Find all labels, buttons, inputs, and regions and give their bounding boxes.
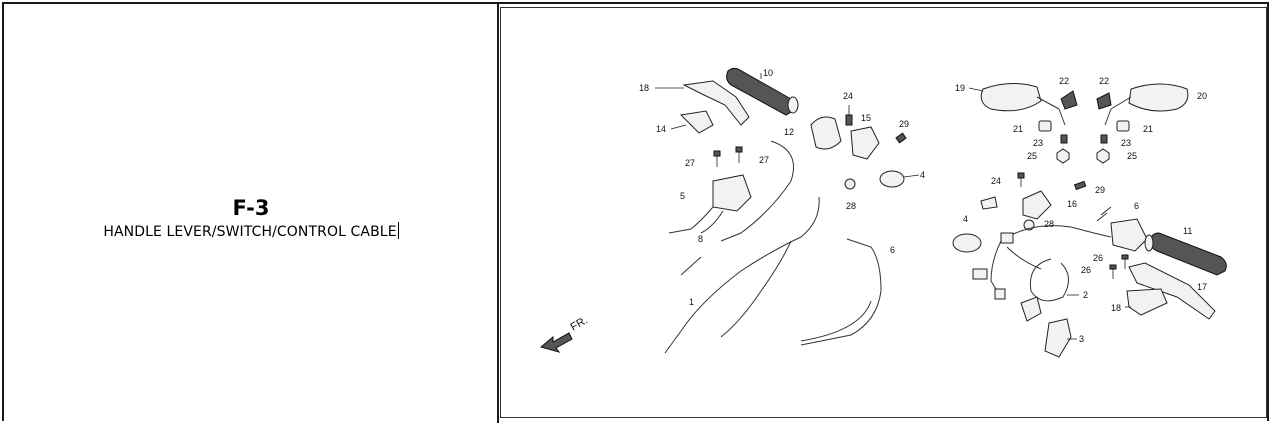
front-direction-arrow bbox=[539, 332, 573, 353]
callout-19: 19 bbox=[955, 83, 965, 93]
mirror-left bbox=[980, 83, 1042, 112]
callout-5: 5 bbox=[680, 191, 685, 201]
holder-clamp-right bbox=[952, 233, 982, 253]
callout-20: 20 bbox=[1197, 91, 1207, 101]
throttle-cable-1 bbox=[664, 196, 820, 354]
callout-16: 18 bbox=[639, 83, 649, 93]
clamp-15 bbox=[850, 126, 880, 160]
brake-lever-right bbox=[1128, 262, 1216, 320]
lever-holder-right bbox=[1126, 288, 1168, 316]
callout-1: 1 bbox=[689, 297, 694, 307]
callout-25b: 25 bbox=[1127, 151, 1137, 161]
section-panel: F-3 HANDLE LEVER/SWITCH/CONTROL CABLE bbox=[4, 4, 498, 423]
callout-3: 3 bbox=[1079, 334, 1084, 344]
brake-lever-left bbox=[682, 80, 750, 126]
callout-24b: 24 bbox=[991, 176, 1001, 186]
panel-divider bbox=[497, 4, 499, 423]
boot-3 bbox=[1044, 318, 1072, 358]
callout-26a: 26 bbox=[1093, 253, 1103, 263]
cable-9 bbox=[720, 140, 794, 242]
callout-29b: 29 bbox=[1095, 185, 1105, 195]
switch-left bbox=[712, 174, 752, 212]
mirror-right bbox=[1128, 83, 1189, 112]
callout-6: 6 bbox=[1134, 201, 1139, 211]
section-name: HANDLE LEVER/SWITCH/CONTROL CABLE bbox=[4, 222, 498, 240]
callout-27b: 27 bbox=[759, 155, 769, 165]
callout-27a: 27 bbox=[685, 158, 695, 168]
cable-2 bbox=[1029, 258, 1069, 302]
callout-9: 8 bbox=[698, 234, 703, 244]
callout-14: 16 bbox=[1067, 199, 1077, 209]
callout-23b: 23 bbox=[1121, 138, 1131, 148]
callout-23a: 23 bbox=[1033, 138, 1043, 148]
section-code: F-3 bbox=[232, 196, 270, 220]
switch-right bbox=[1110, 218, 1148, 252]
callout-2: 2 bbox=[1083, 290, 1088, 300]
callout-21a: 21 bbox=[1013, 124, 1023, 134]
callout-11: 11 bbox=[1183, 226, 1192, 236]
exploded-diagram: 18 10 14 24 12 15 29 4 28 27 bbox=[500, 7, 1267, 418]
callout-15: 15 bbox=[861, 113, 871, 123]
callout-21b: 21 bbox=[1143, 124, 1153, 134]
callout-4a: 4 bbox=[920, 170, 925, 180]
callout-26b: 26 bbox=[1081, 265, 1091, 275]
callout-28b: 28 bbox=[1044, 219, 1054, 229]
grip-right bbox=[1144, 232, 1227, 276]
callout-8: 6 bbox=[890, 245, 895, 255]
callout-22b: 22 bbox=[1099, 76, 1109, 86]
clamp-14 bbox=[1022, 190, 1052, 220]
callout-25a: 25 bbox=[1027, 151, 1037, 161]
section-name-text: HANDLE LEVER/SWITCH/CONTROL CABLE bbox=[103, 224, 397, 240]
text-cursor bbox=[397, 222, 399, 239]
callout-17: 17 bbox=[1197, 282, 1207, 292]
switch-harness bbox=[1000, 225, 1112, 242]
lever-holder-left bbox=[679, 110, 714, 134]
callout-29a: 29 bbox=[899, 119, 909, 129]
diagram-canvas: 18 10 14 24 12 15 29 4 28 27 bbox=[539, 67, 1227, 358]
callout-18: 18 bbox=[1111, 303, 1121, 313]
callout-12: 12 bbox=[784, 127, 794, 137]
direction-label: FR. bbox=[569, 314, 590, 333]
callout-22a: 22 bbox=[1059, 76, 1069, 86]
cable-8 bbox=[800, 238, 882, 346]
callout-24a: 24 bbox=[843, 91, 853, 101]
callout-10: 10 bbox=[763, 68, 773, 78]
holder-clamp-left bbox=[879, 170, 905, 188]
throttle-housing bbox=[810, 116, 842, 150]
callout-13: 14 bbox=[656, 124, 666, 134]
callout-4b: 4 bbox=[963, 214, 968, 224]
callout-28a: 28 bbox=[846, 201, 856, 211]
grip-left bbox=[726, 67, 799, 116]
washer-28a bbox=[844, 178, 856, 190]
